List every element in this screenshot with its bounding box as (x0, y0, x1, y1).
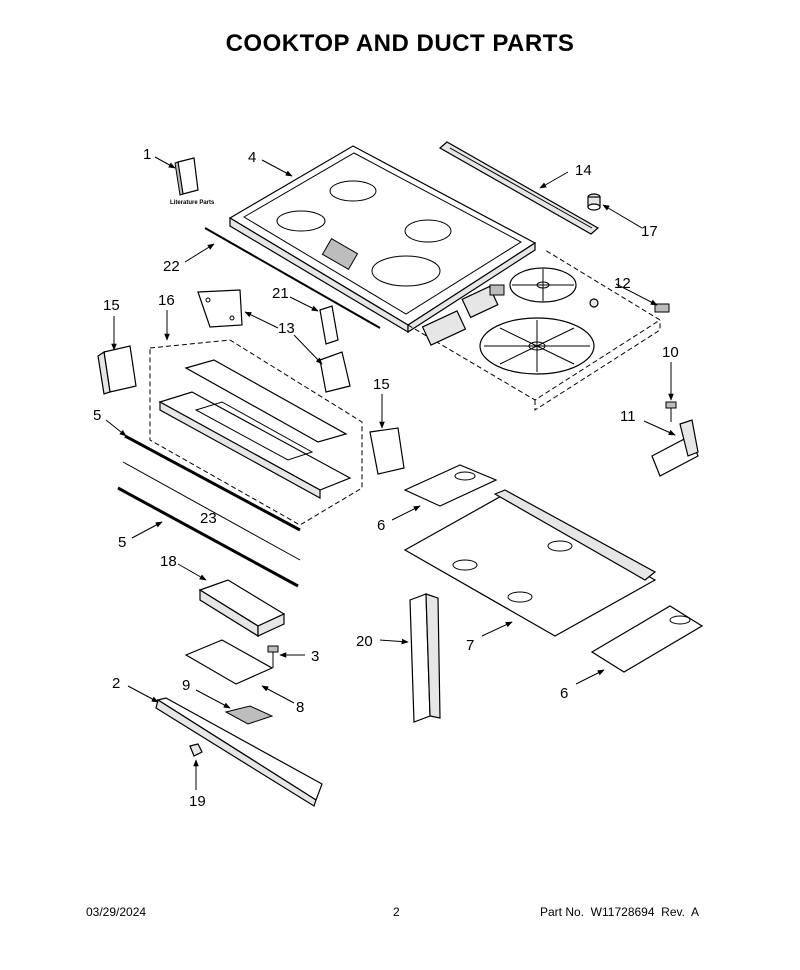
callout-14: 14 (575, 162, 592, 179)
callout-3: 3 (311, 648, 319, 665)
callout-16: 16 (158, 292, 175, 309)
callout-6-upper: 6 (377, 517, 385, 534)
callout-7: 7 (466, 637, 474, 654)
part-2-bottom-trim (155, 697, 323, 807)
callout-5-lower: 5 (118, 534, 126, 551)
callout-15-right: 15 (373, 376, 390, 393)
callout-15-left: 15 (103, 297, 120, 314)
page-title: COOKTOP AND DUCT PARTS (225, 30, 575, 57)
leader-lines (105, 156, 676, 790)
footer-part-number: Part No. W11728694 Rev. A (540, 905, 699, 919)
part-13-bracket (319, 305, 351, 393)
part-23-trim (122, 461, 301, 561)
part-5-trim-lower (117, 486, 299, 588)
part-8-board-mount (184, 639, 274, 685)
callout-labels: 1 4 14 17 22 12 21 15 16 13 10 15 5 11 6… (93, 146, 679, 810)
footer-date: 03/29/2024 (86, 905, 147, 919)
part-4-cooktop (228, 145, 537, 334)
callout-9: 9 (182, 677, 190, 694)
part-12-element-coils (421, 267, 670, 375)
part-3-screw (267, 645, 279, 668)
callout-23: 23 (200, 510, 217, 527)
cooktop-base-outline (407, 249, 661, 411)
part-15-bracket-right (369, 427, 405, 475)
part-15-bracket-left (97, 345, 137, 395)
callout-18: 18 (160, 553, 177, 570)
part-21-bracket (197, 289, 243, 328)
callout-5-upper: 5 (93, 407, 101, 424)
part-11-hinge (651, 419, 699, 477)
part-1-literature: Literature Parts (170, 157, 215, 206)
part-18-control-board (198, 579, 286, 638)
part-9-clip (224, 705, 274, 725)
callout-4: 4 (248, 149, 256, 166)
part-7-duct-tray (403, 489, 657, 637)
part-6-duct-cover-lower (590, 605, 704, 673)
callout-21: 21 (272, 285, 289, 302)
callout-17: 17 (641, 223, 658, 240)
callout-11: 11 (620, 408, 636, 425)
literature-label: Literature Parts (170, 200, 215, 206)
part-10-screw (665, 401, 677, 422)
callout-2: 2 (112, 675, 120, 692)
part-20-duct-panel (409, 593, 441, 723)
callout-6-lower: 6 (560, 685, 568, 702)
footer-page-number: 2 (393, 905, 400, 919)
part-6-duct-cover-upper (403, 464, 498, 507)
callout-20: 20 (356, 633, 373, 650)
part-5-trim-upper (124, 434, 301, 532)
part-19-nut (189, 743, 203, 757)
part-17-bumper (587, 193, 601, 211)
callout-8: 8 (296, 699, 304, 716)
callout-10: 10 (662, 344, 679, 361)
callout-1: 1 (143, 146, 151, 163)
part-16-control-panel (149, 339, 363, 526)
callout-19: 19 (189, 793, 206, 810)
callout-12: 12 (614, 275, 631, 292)
part-22-gasket (204, 227, 381, 329)
callout-22: 22 (163, 258, 180, 275)
callout-13: 13 (278, 320, 295, 337)
part-14-rail (438, 141, 600, 235)
